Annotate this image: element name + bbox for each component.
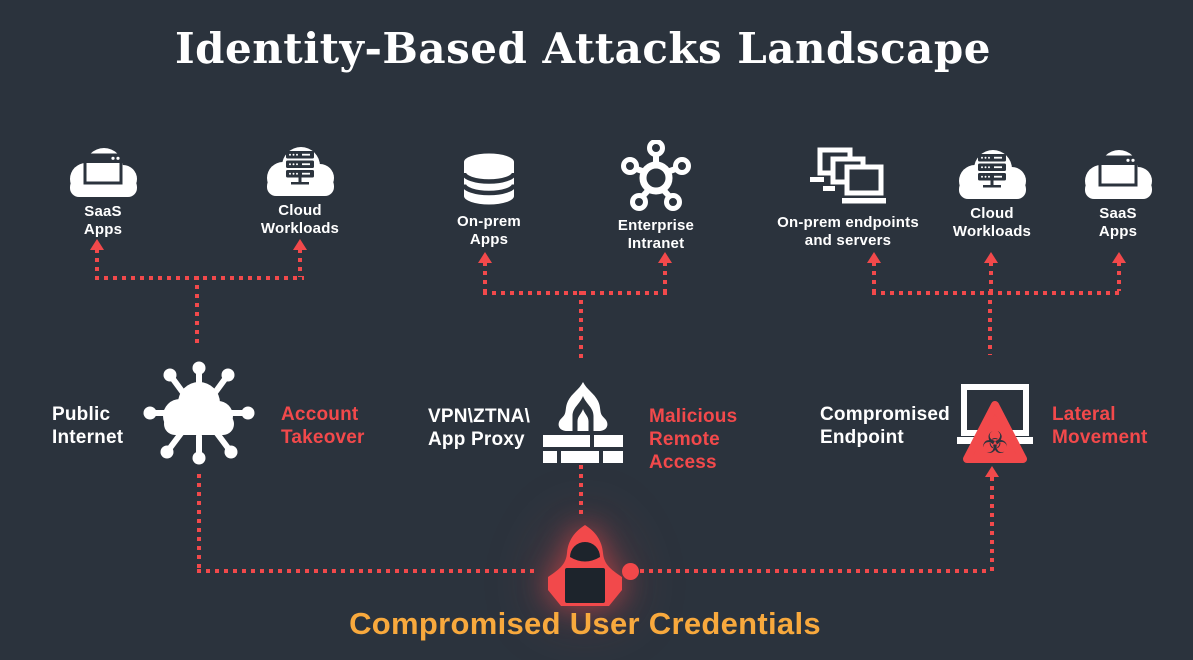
- connector-right-branch-2: [989, 262, 993, 291]
- cloud-app-window-icon: [70, 148, 137, 197]
- connector-right-branch-1: [872, 262, 876, 291]
- connector-right-horizontal: [872, 291, 1121, 295]
- junction-dot: [622, 563, 639, 580]
- account-takeover-label: Account Takeover: [281, 404, 365, 448]
- node-label: On-prem Apps: [457, 213, 521, 248]
- node-label: SaaS Apps: [83, 203, 123, 238]
- public-internet-label: Public Internet: [52, 404, 124, 448]
- page-title: Identity-Based Attacks Landscape: [175, 24, 991, 73]
- arrow-up-icon: [867, 252, 881, 263]
- connector-right-stem: [988, 291, 992, 355]
- arrow-up-icon: [478, 252, 492, 263]
- node-cloud-workloads-left: Cloud Workloads: [225, 141, 375, 238]
- node-label: SaaS Apps: [1098, 205, 1138, 240]
- node-label: Enterprise Intranet: [617, 217, 695, 252]
- connector-internet-to-bottom: [197, 474, 201, 572]
- lateral-movement-label: Lateral Movement: [1052, 404, 1148, 448]
- connector-endpoint-to-bottom: [990, 477, 994, 572]
- firewall-icon: [543, 382, 623, 463]
- connector-bottom-right: [640, 569, 990, 573]
- monitor-biohazard-icon: ☣: [957, 384, 1033, 463]
- connector-left-horizontal: [95, 276, 304, 280]
- connector-mid-horizontal: [483, 291, 667, 295]
- connector-mid-stem-lower: [579, 465, 583, 515]
- internet-cloud-network-icon: [143, 361, 255, 465]
- connector-left-stem: [195, 276, 199, 348]
- connector-mid-branch-1: [483, 262, 487, 291]
- connector-mid-stem-upper: [579, 291, 583, 359]
- arrow-up-icon: [90, 239, 104, 250]
- node-on-prem-apps: On-prem Apps: [414, 152, 564, 249]
- compromised-endpoint-label: Compromised Endpoint: [820, 404, 950, 448]
- malicious-remote-access-label: Malicious Remote Access: [649, 406, 738, 473]
- network-nodes-icon: [621, 140, 691, 211]
- stacked-monitors-icon: [810, 147, 886, 204]
- cloud-app-window-icon: [1085, 150, 1152, 199]
- connector-mid-branch-2: [663, 262, 667, 291]
- warning-triangle-icon: [963, 401, 1027, 463]
- vpn-ztna-label: VPN\ZTNA\ App Proxy: [428, 406, 531, 450]
- biohazard-icon: ☣: [982, 426, 1009, 461]
- cloud-server-icon: [267, 147, 334, 196]
- node-label: Cloud Workloads: [952, 205, 1032, 240]
- cloud-server-icon: [959, 150, 1026, 199]
- node-label: On-prem endpoints and servers: [777, 214, 919, 249]
- connector-left-branch-2: [298, 249, 302, 277]
- connector-left-branch-1: [95, 249, 99, 277]
- node-saas-apps-left: SaaS Apps: [28, 142, 178, 239]
- arrow-up-icon: [1112, 252, 1126, 263]
- connector-bottom-left: [197, 569, 535, 573]
- node-saas-apps-right: SaaS Apps: [1043, 144, 1193, 241]
- node-on-prem-endpoints: On-prem endpoints and servers: [763, 147, 933, 250]
- node-enterprise-intranet: Enterprise Intranet: [581, 140, 731, 253]
- database-icon: [461, 153, 517, 205]
- node-label: Cloud Workloads: [260, 202, 340, 237]
- arrow-up-icon: [293, 239, 307, 250]
- hacker-icon: [548, 525, 622, 606]
- connector-right-branch-3: [1117, 262, 1121, 291]
- arrow-up-icon: [984, 252, 998, 263]
- arrow-up-icon: [985, 466, 999, 477]
- compromised-user-credentials-label: Compromised User Credentials: [349, 606, 821, 641]
- node-cloud-workloads-right: Cloud Workloads: [917, 144, 1067, 241]
- arrow-up-icon: [658, 252, 672, 263]
